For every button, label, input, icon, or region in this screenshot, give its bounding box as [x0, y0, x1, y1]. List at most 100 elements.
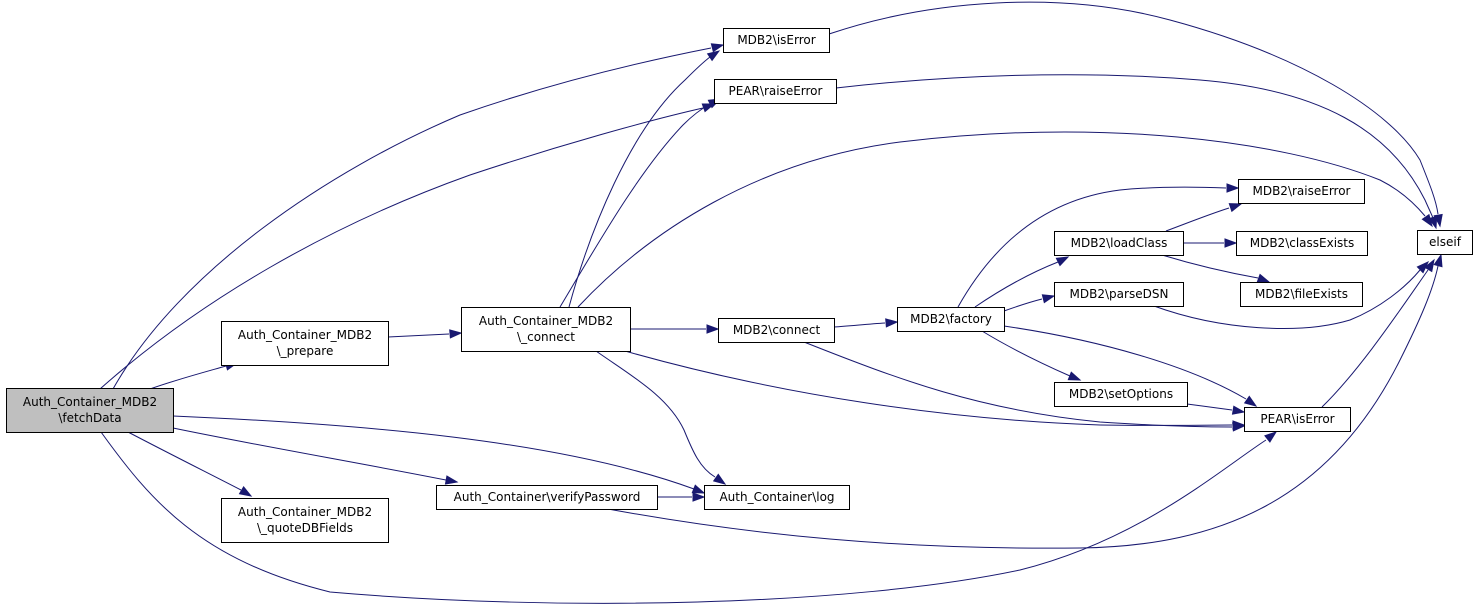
edge-line [833, 322, 886, 328]
edge-fetchData-to-verifyPassword [172, 427, 459, 485]
edge-line [595, 350, 716, 478]
node-isErrorPEAR[interactable]: PEAR\isError [1244, 407, 1351, 432]
arrowhead [706, 324, 720, 334]
node-raiseErrorPEAR[interactable]: PEAR\raiseError [714, 79, 837, 104]
node-isErrorMDB2[interactable]: MDB2\isError [723, 28, 830, 53]
node-label: MDB2\setOptions [1069, 387, 1173, 401]
node-label: MDB2\fileExists [1255, 287, 1348, 301]
edge-fetchData-to-isErrorMDB2 [112, 43, 725, 390]
node-setOptions[interactable]: MDB2\setOptions [1054, 382, 1188, 407]
edge-fetchData-to-isErrorPEAR [100, 431, 1278, 604]
edge-factory-to-parseDSN [1003, 294, 1056, 312]
node-box[interactable] [1236, 231, 1368, 256]
edge-verifyPassword-to-log [657, 492, 706, 502]
arrowhead [1224, 238, 1238, 248]
edge-factory-to-isErrorPEAR [1003, 325, 1258, 407]
node-verifyPassword[interactable]: Auth_Container\verifyPassword [436, 485, 658, 510]
edge-line [957, 186, 1227, 308]
edge-connectAuth-to-isErrorMDB2 [568, 50, 721, 308]
arrowhead [712, 473, 727, 485]
node-label: MDB2\loadClass [1071, 236, 1168, 250]
node-box[interactable] [1417, 230, 1473, 255]
edge-setOptions-to-isErrorPEAR [1186, 403, 1246, 415]
node-log[interactable]: Auth_Container\log [704, 485, 850, 510]
edge-layer [99, 1, 1443, 604]
edge-factory-to-raiseErrorMDB2 [957, 183, 1240, 308]
node-box[interactable] [714, 79, 837, 104]
arrowhead [1232, 422, 1246, 432]
edge-connectMDB2-to-factory [833, 318, 899, 328]
edge-verifyPassword-to-elseif [607, 253, 1443, 549]
node-box[interactable] [1054, 282, 1184, 307]
edge-connectAuth-to-raiseErrorPEAR [559, 98, 722, 308]
node-classExists[interactable]: MDB2\classExists [1236, 231, 1368, 256]
node-box[interactable] [436, 485, 658, 510]
node-label: MDB2\raiseError [1252, 184, 1350, 198]
node-label: elseif [1429, 235, 1462, 249]
node-box[interactable] [704, 485, 850, 510]
node-box[interactable] [1244, 407, 1351, 432]
arrowhead [1067, 371, 1082, 381]
arrowhead [1433, 253, 1443, 268]
node-connectAuth[interactable]: Auth_Container_MDB2\_connect [461, 307, 631, 352]
edge-line [172, 415, 695, 490]
edge-connectAuth-to-connectMDB2 [630, 324, 720, 334]
edge-line [100, 431, 1267, 604]
edge-line [624, 350, 1233, 426]
node-factory[interactable]: MDB2\factory [897, 307, 1005, 332]
edge-factory-to-loadClass [974, 256, 1070, 308]
node-box[interactable] [461, 307, 631, 352]
node-label: MDB2\parseDSN [1070, 287, 1169, 301]
node-label: \_quoteDBFields [257, 521, 353, 535]
edge-line [559, 103, 711, 308]
node-box[interactable] [1240, 282, 1363, 307]
node-loadClass[interactable]: MDB2\loadClass [1054, 231, 1184, 256]
node-box[interactable] [1238, 179, 1365, 204]
node-fileExists[interactable]: MDB2\fileExists [1240, 282, 1363, 307]
edge-line [1161, 254, 1259, 279]
edge-fetchData-to-quoteDBFields [127, 431, 253, 497]
node-fetchData[interactable]: Auth_Container_MDB2\fetchData [6, 388, 174, 433]
edge-line [577, 131, 1426, 308]
edge-raiseErrorPEAR-to-elseif [835, 74, 1438, 230]
node-parseDSN[interactable]: MDB2\parseDSN [1054, 282, 1184, 307]
node-box[interactable] [221, 498, 389, 543]
node-box[interactable] [897, 307, 1005, 332]
node-raiseErrorMDB2[interactable]: MDB2\raiseError [1238, 179, 1365, 204]
edge-connectMDB2-to-isErrorPEAR [803, 341, 1246, 432]
node-prepare[interactable]: Auth_Container_MDB2\_prepare [221, 321, 389, 366]
node-label: MDB2\isError [737, 33, 815, 47]
arrowhead [238, 486, 253, 497]
node-box[interactable] [718, 318, 835, 343]
edge-line [981, 330, 1071, 377]
node-label: Auth_Container\verifyPassword [454, 490, 641, 504]
node-box[interactable] [221, 321, 389, 366]
arrowhead [1256, 273, 1271, 283]
arrowhead [691, 484, 706, 494]
edge-loadClass-to-classExists [1183, 238, 1238, 248]
node-box[interactable] [723, 28, 830, 53]
arrowhead [692, 492, 706, 502]
node-quoteDBFields[interactable]: Auth_Container_MDB2\_quoteDBFields [221, 498, 389, 543]
node-box[interactable] [1054, 382, 1188, 407]
node-box[interactable] [6, 388, 174, 433]
edge-line [1003, 325, 1247, 400]
edge-fetchData-to-log [172, 415, 706, 494]
arrowhead [449, 329, 463, 339]
edge-line [803, 341, 1233, 428]
node-label: PEAR\isError [1260, 412, 1334, 426]
edge-line [1186, 403, 1233, 411]
node-box[interactable] [1054, 231, 1184, 256]
edge-isErrorPEAR-to-elseif [1321, 258, 1435, 408]
edge-line [149, 365, 227, 390]
node-label: Auth_Container_MDB2 [238, 328, 372, 342]
node-elseif[interactable]: elseif [1417, 230, 1473, 255]
node-label: \_connect [517, 330, 575, 344]
node-connectMDB2[interactable]: MDB2\connect [718, 318, 835, 343]
edge-line [1153, 269, 1421, 329]
edge-line [1165, 207, 1230, 232]
edge-line [387, 333, 450, 338]
node-label: MDB2\factory [910, 312, 992, 326]
node-label: PEAR\raiseError [729, 84, 823, 98]
arrowhead [1228, 203, 1243, 213]
